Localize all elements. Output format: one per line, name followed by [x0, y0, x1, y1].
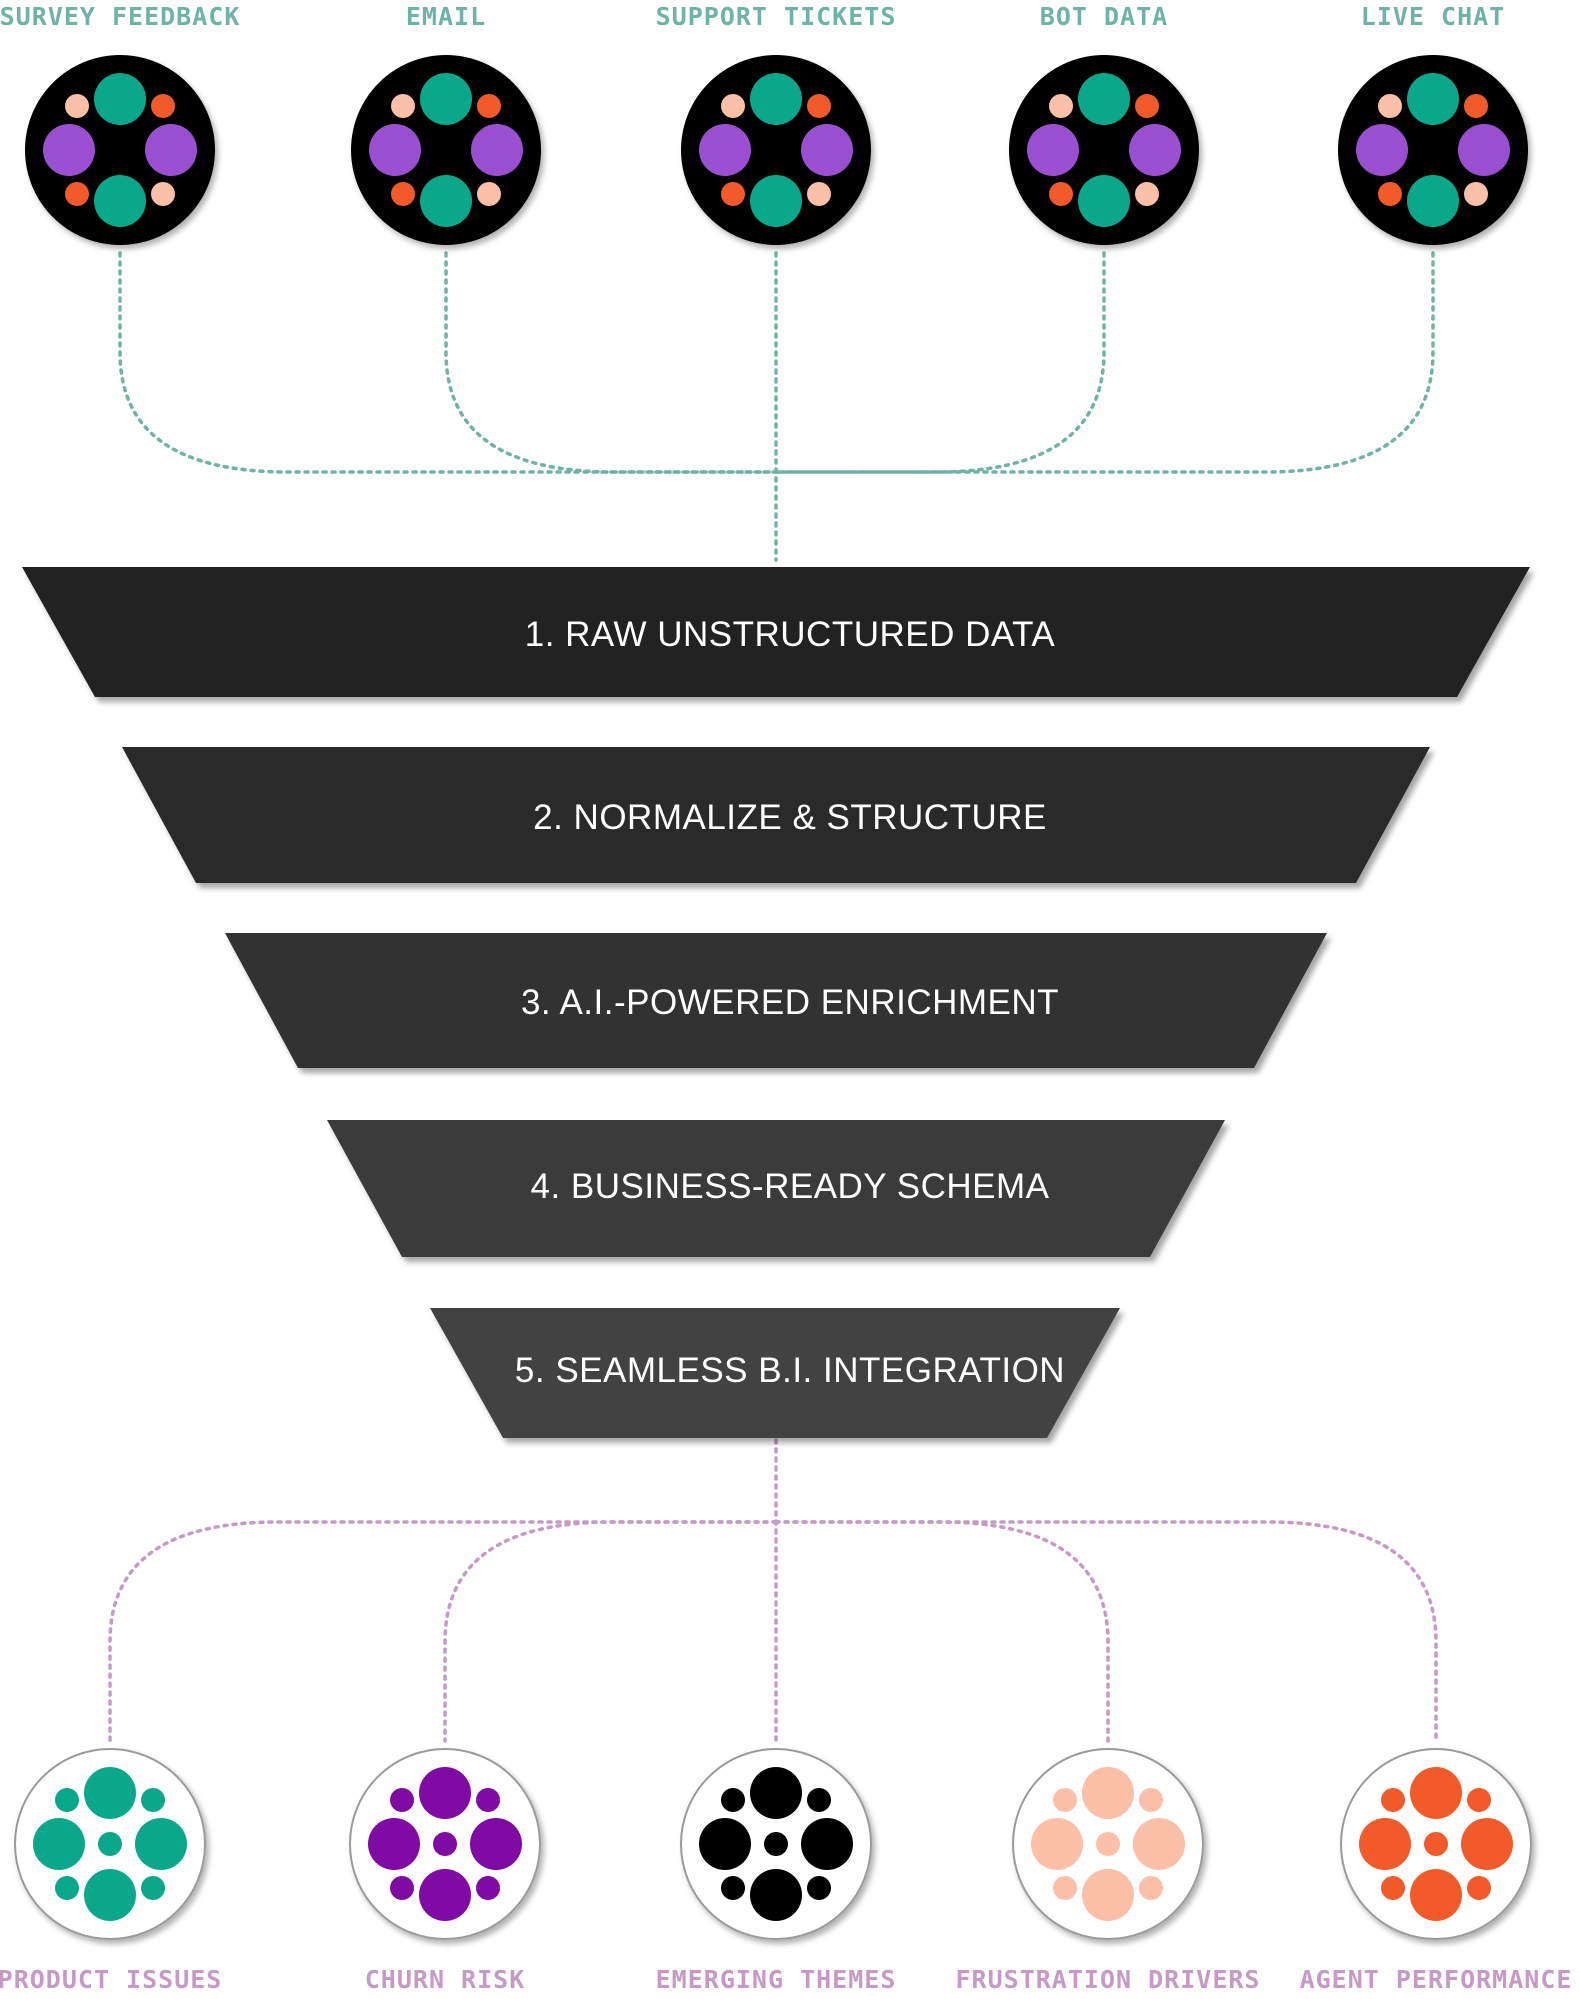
- source-label-live-chat: LIVE CHAT: [1360, 2, 1506, 31]
- peach-dots-icon: [1012, 1748, 1204, 1940]
- source-icons: [25, 55, 1528, 245]
- mixed-dots-icon: [351, 55, 541, 245]
- output-connector-line: [774, 1520, 1110, 1743]
- funnel-stage-3-label: 3. A.I.-POWERED ENRICHMENT: [520, 983, 1060, 1022]
- mixed-dots-icon: [681, 55, 871, 245]
- funnel-stage-1: [22, 567, 1530, 697]
- mixed-dots-icon: [25, 55, 215, 245]
- output-label-product-issues: PRODUCT ISSUES: [0, 1965, 223, 1994]
- output-connector-line: [443, 1520, 778, 1743]
- source-label-bot-data: BOT DATA: [1039, 2, 1169, 31]
- source-label-survey-feedback: SURVEY FEEDBACK: [0, 2, 241, 31]
- output-icons: [14, 1748, 1532, 1940]
- output-connector-line: [774, 1520, 1438, 1743]
- source-connector-line: [118, 251, 778, 474]
- funnel-stage-1-label: 1. RAW UNSTRUCTURED DATA: [524, 615, 1056, 654]
- source-connector-line: [774, 251, 1106, 474]
- orange-dots-icon: [1340, 1748, 1532, 1940]
- funnel-stage-5: [430, 1308, 1120, 1438]
- funnel-stage-2: [122, 747, 1430, 883]
- source-connectors: [118, 251, 1435, 562]
- source-label-support-tickets: SUPPORT TICKETS: [655, 2, 897, 31]
- output-connectors: [108, 1438, 1438, 1743]
- black-dots-icon: [680, 1748, 872, 1940]
- source-connector-line: [774, 251, 1435, 474]
- funnel-stage-5-label: 5. SEAMLESS B.I. INTEGRATION: [514, 1351, 1066, 1390]
- purple-dots-icon: [349, 1748, 541, 1940]
- output-label-agent-performance: AGENT PERFORMANCE: [1299, 1965, 1573, 1994]
- funnel-stage-4: [327, 1120, 1225, 1257]
- funnel-stage-3: [225, 933, 1327, 1068]
- funnel-stage-4-label: 4. BUSINESS-READY SCHEMA: [530, 1167, 1050, 1206]
- output-label-frustration-drivers: FRUSTRATION DRIVERS: [955, 1965, 1261, 1994]
- output-label-emerging-themes: EMERGING THEMES: [655, 1965, 897, 1994]
- mixed-dots-icon: [1009, 55, 1199, 245]
- output-label-churn-risk: CHURN RISK: [364, 1965, 526, 1994]
- source-label-email: EMAIL: [405, 2, 487, 31]
- funnel-stage-2-label: 2. NORMALIZE & STRUCTURE: [533, 798, 1047, 837]
- output-connector-line: [108, 1520, 778, 1743]
- source-connector-line: [444, 251, 778, 474]
- mixed-dots-icon: [1338, 55, 1528, 245]
- funnel: [22, 567, 1530, 1438]
- teal-dots-icon: [14, 1748, 206, 1940]
